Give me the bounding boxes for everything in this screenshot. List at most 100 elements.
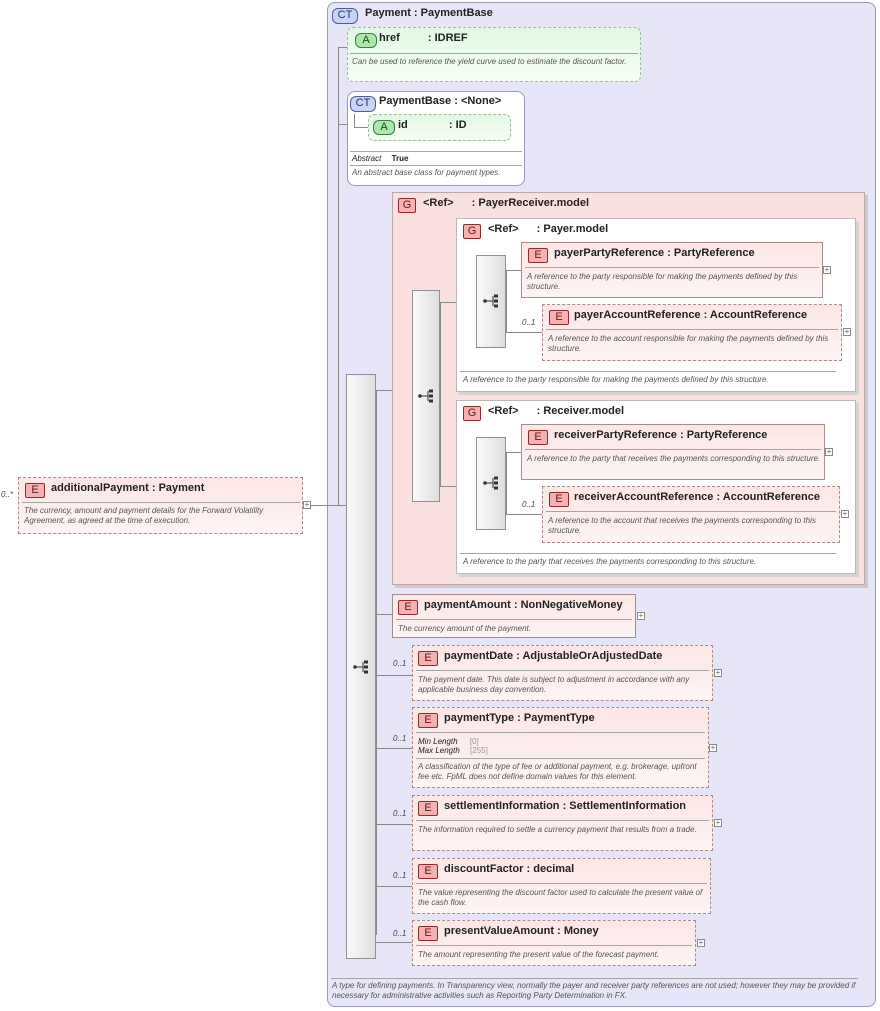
additional-payment-element[interactable] [18,477,303,534]
branch [376,614,392,615]
footer-separator [331,978,858,979]
discount-factor-name: discountFactor [444,863,524,875]
max-length-property: Max Length [255] [418,746,488,755]
abstract-value: True [391,154,409,163]
payer-group-description: A reference to the party responsible for… [463,375,769,384]
occurrence-label: 0..1 [393,809,407,818]
occurrence-label: 0..1 [522,500,536,509]
href-description: Can be used to reference the yield curve… [352,57,627,66]
branch [506,270,521,271]
expand-icon[interactable]: + [823,265,831,274]
separator [460,553,836,554]
separator [416,732,705,733]
receiver-party-reference-type: : PartyReference [679,429,768,441]
id-connector [354,127,368,128]
payment-type-description: A classification of the type of fee or a… [418,762,697,781]
discount-factor-element[interactable] [412,858,711,914]
group-badge: G [398,198,416,213]
receiver-group-type: : Receiver.model [536,405,625,417]
expand-icon[interactable]: + [637,611,645,620]
payment-type-type: : PaymentType [517,712,595,724]
receiver-party-reference-description: A reference to the party that receives t… [527,454,821,463]
occurrence-label: 0..* [1,490,14,499]
discount-factor-type: : decimal [526,863,575,875]
payment-type-title: paymentType : PaymentType [444,712,595,724]
present-value-amount-title: presentValueAmount : Money [444,925,599,937]
receiver-party-reference-title: receiverPartyReference : PartyReference [554,429,767,441]
separator [416,758,705,759]
collapse-toggle-icon[interactable]: + [303,500,311,509]
branch [506,332,542,333]
separator [416,883,707,884]
element-badge: E [418,926,438,941]
additional-payment-title: additionalPayment : Payment [51,482,204,494]
branch [376,886,412,887]
separator [416,670,709,671]
branch [376,390,392,391]
receiver-account-reference-element[interactable] [542,486,840,543]
expand-icon[interactable]: + [825,447,833,456]
expand-icon[interactable]: + [841,509,849,518]
payment-amount-description: The currency amount of the payment. [398,624,531,633]
payment-amount-name: paymentAmount [424,599,511,611]
receiver-party-reference-element[interactable] [521,424,825,480]
present-value-amount-description: The amount representing the present valu… [418,950,660,959]
min-length-value: [0] [469,737,479,746]
abstract-property: Abstract True [352,154,408,163]
separator [350,53,638,54]
id-type: : ID [448,119,467,131]
payer-account-reference-title: payerAccountReference : AccountReference [574,309,807,321]
id-attribute[interactable] [368,114,511,141]
receiver-account-reference-description: A reference to the account that receives… [548,516,816,535]
payment-title: Payment : PaymentBase [365,7,493,19]
element-badge: E [528,248,548,263]
receiver-account-reference-title: receiverAccountReference : AccountRefere… [574,491,820,503]
payment-name: Payment [365,7,411,19]
additional-payment-name: additionalPayment [51,482,149,494]
id-title: id : ID [398,119,467,131]
settlement-information-name: settlementInformation [444,800,560,812]
expand-icon[interactable]: + [709,743,717,752]
branch [376,942,412,943]
payer-party-reference-element[interactable] [521,242,823,298]
payment-amount-element[interactable] [392,594,636,638]
expand-icon[interactable]: + [714,668,722,677]
element-badge: E [418,713,438,728]
expand-icon[interactable]: + [697,938,705,947]
branch [376,824,412,825]
expand-icon[interactable]: + [843,327,851,336]
payer-receiver-type: : PayerReceiver.model [471,197,590,209]
settlement-information-element[interactable] [412,795,713,851]
separator [416,945,692,946]
receiver-group-title: <Ref> : Receiver.model [488,405,624,417]
sequence-icon [483,294,498,308]
element-badge: E [549,492,569,507]
separator [396,619,632,620]
receiver-account-reference-type: : AccountReference [716,491,820,503]
max-length-value: [255] [470,746,488,755]
settlement-information-type: : SettlementInformation [562,800,687,812]
payment-amount-title: paymentAmount : NonNegativeMoney [424,599,623,611]
complex-type-badge: CT [350,96,376,112]
separator [460,371,836,372]
payment-date-element[interactable] [412,645,713,701]
occurrence-label: 0..1 [393,734,407,743]
element-badge: E [549,310,569,325]
payer-party-reference-name: payerPartyReference [554,247,665,259]
expand-icon[interactable]: + [714,818,722,827]
element-badge: E [418,651,438,666]
payment-base-type-label: : <None> [454,95,502,107]
href-type: : IDREF [427,32,468,44]
branch [440,486,456,487]
present-value-amount-element[interactable] [412,920,696,966]
max-length-label: Max Length [418,746,460,755]
element-badge: E [418,864,438,879]
ct-connector [338,47,348,48]
payer-account-reference-element[interactable] [542,304,842,361]
element-badge: E [528,430,548,445]
branch [506,452,507,514]
href-attribute[interactable] [347,27,641,82]
payment-type-element[interactable] [412,707,709,788]
separator [546,511,836,512]
branch [506,452,521,453]
